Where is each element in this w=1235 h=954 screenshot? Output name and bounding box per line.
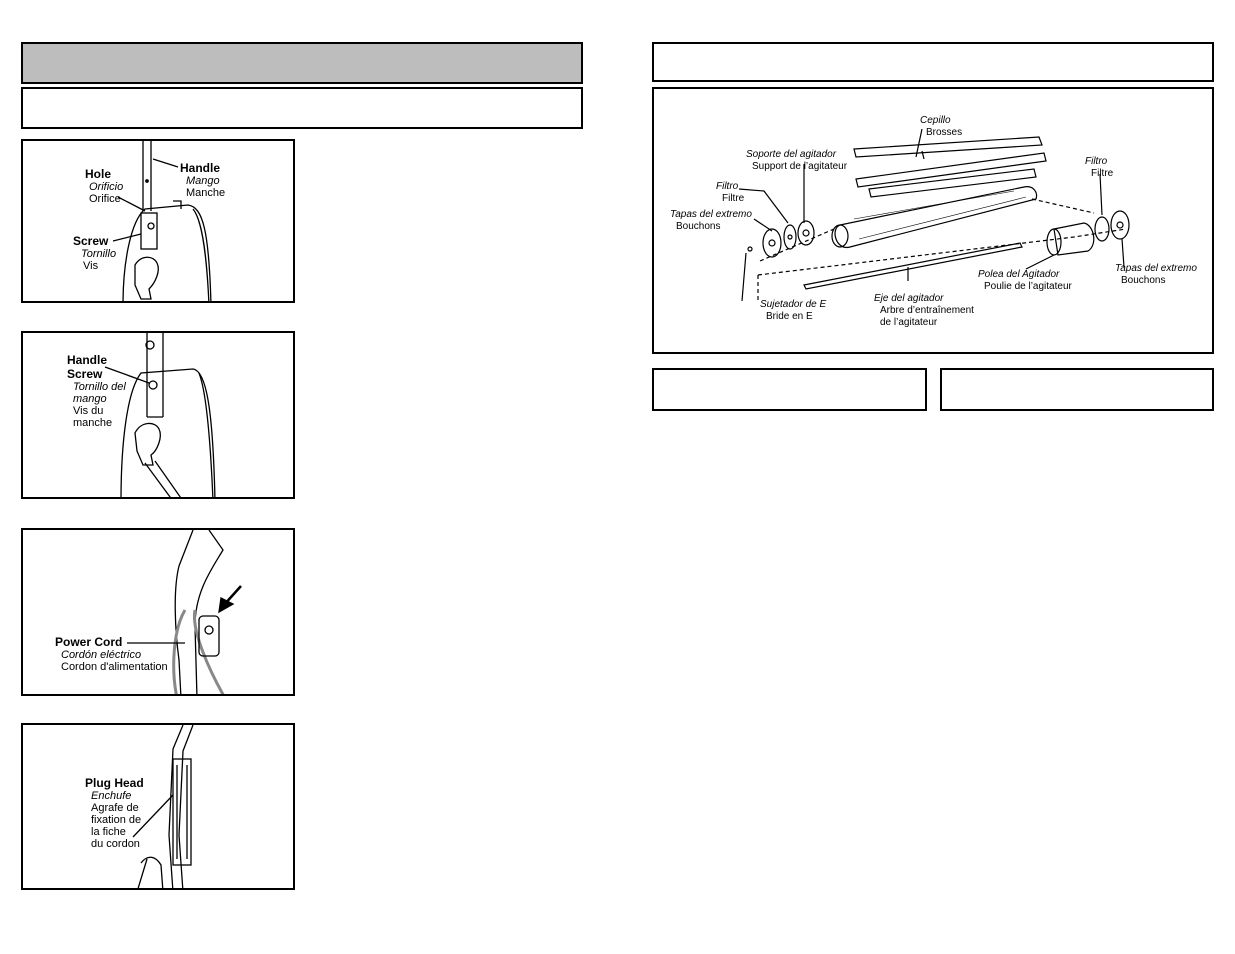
hole-label-en: Hole xyxy=(85,167,112,181)
filtro-right-label-fr: Filtre xyxy=(1091,168,1114,179)
power-cord-label-fr: Cordon d'alimentation xyxy=(61,661,168,673)
screw-label-en: Screw xyxy=(73,234,109,248)
hole-label-fr: Orifice xyxy=(89,193,121,205)
soporte-label-es: Soporte del agitador xyxy=(746,149,837,160)
cepillo-label: Cepillo Brosses xyxy=(920,115,962,139)
sujetador-label-fr: Bride en E xyxy=(766,311,813,322)
plug-head-illustration xyxy=(132,725,194,888)
tapas-left-label-fr: Bouchons xyxy=(676,221,721,232)
plug-head-label-fr4: du cordon xyxy=(91,838,140,850)
hole-label: Hole Orificio Orifice xyxy=(85,167,123,205)
polea-label-fr: Poulie de l’agitateur xyxy=(984,281,1072,292)
plug-head-label: Plug Head Enchufe Agrafe de fixation de … xyxy=(85,776,144,850)
tapas-left-label-es: Tapas del extremo xyxy=(670,209,752,220)
eje-label-es: Eje del agitador xyxy=(874,293,944,304)
handle-screw-label-en1: Handle xyxy=(67,353,108,367)
eje-label: Eje del agitador Arbre d’entraînement de… xyxy=(874,293,974,329)
power-cord-label-en: Power Cord xyxy=(55,635,123,649)
handle-screw-label-en2: Screw xyxy=(67,367,103,381)
left-section-header xyxy=(21,42,583,84)
plug-head-label-en: Plug Head xyxy=(85,776,144,790)
polea-label-es: Polea del Agitador xyxy=(978,269,1060,280)
figure-handle-hole: Hole Orificio Orifice Handle Mango Manch… xyxy=(21,139,295,303)
eje-label-fr2: de l’agitateur xyxy=(880,317,938,328)
right-bottom-right-box xyxy=(940,368,1214,411)
tapas-left-label: Tapas del extremo Bouchons xyxy=(670,209,752,233)
soporte-label-fr: Support de l’agitateur xyxy=(752,161,848,172)
handle-label-fr: Manche xyxy=(186,187,226,199)
power-cord-illustration xyxy=(127,530,242,694)
handle-screw-illustration xyxy=(104,333,216,497)
tapas-right-label-fr: Bouchons xyxy=(1121,275,1166,286)
handle-label: Handle Mango Manche xyxy=(180,161,225,199)
figure-plug-head: Plug Head Enchufe Agrafe de fixation de … xyxy=(21,723,295,890)
filtro-left-label-es: Filtro xyxy=(716,181,739,192)
plug-head-label-fr3: la fiche xyxy=(91,826,126,838)
tapas-right-label: Tapas del extremo Bouchons xyxy=(1115,263,1197,287)
left-subheader-box xyxy=(21,87,583,129)
figure-agitator-diagram: Cepillo Brosses Soporte del agitador Sup… xyxy=(652,87,1214,354)
screw-label-es: Tornillo xyxy=(81,248,117,260)
sujetador-label: Sujetador de E Bride en E xyxy=(760,299,826,323)
handle-screw-label-es1: Tornillo del xyxy=(73,381,126,393)
sujetador-label-es: Sujetador de E xyxy=(760,299,827,310)
plug-head-label-fr2: fixation de xyxy=(91,814,142,826)
filtro-left-label-fr: Filtre xyxy=(722,193,745,204)
plug-head-label-es: Enchufe xyxy=(91,790,132,802)
figure-handle-screw: Handle Screw Tornillo del mango Vis du m… xyxy=(21,331,295,499)
plug-head-label-fr1: Agrafe de xyxy=(91,802,139,814)
figure-power-cord: Power Cord Cordón eléctrico Cordon d'ali… xyxy=(21,528,295,696)
screw-label: Screw Tornillo Vis xyxy=(73,234,116,272)
handle-screw-label-fr2: manche xyxy=(73,417,113,429)
tapas-right-label-es: Tapas del extremo xyxy=(1115,263,1197,274)
cepillo-label-fr: Brosses xyxy=(926,127,963,138)
right-section-header xyxy=(652,42,1214,82)
power-cord-label: Power Cord Cordón eléctrico Cordon d'ali… xyxy=(55,635,168,673)
handle-screw-label-fr1: Vis du xyxy=(73,405,104,417)
right-bottom-left-box xyxy=(652,368,927,411)
handle-screw-label-es2: mango xyxy=(73,393,107,405)
polea-label: Polea del Agitador Poulie de l’agitateur xyxy=(978,269,1072,293)
screw-label-fr: Vis xyxy=(83,260,99,272)
handle-screw-label: Handle Screw Tornillo del mango Vis du m… xyxy=(67,353,126,429)
handle-label-es: Mango xyxy=(186,175,220,187)
power-cord-label-es: Cordón eléctrico xyxy=(61,649,142,661)
handle-label-en: Handle xyxy=(180,161,221,175)
handle-hole-illustration xyxy=(112,141,212,301)
filtro-right-label-es: Filtro xyxy=(1085,156,1108,167)
eje-label-fr1: Arbre d’entraînement xyxy=(880,305,974,316)
filtro-left-label: Filtro Filtre xyxy=(716,181,744,205)
hole-label-es: Orificio xyxy=(89,181,124,193)
cepillo-label-es: Cepillo xyxy=(920,115,951,126)
agitator-exploded-illustration xyxy=(738,128,1130,303)
soporte-label: Soporte del agitador Support de l’agitat… xyxy=(746,149,847,173)
filtro-right-label: Filtro Filtre xyxy=(1085,156,1113,180)
